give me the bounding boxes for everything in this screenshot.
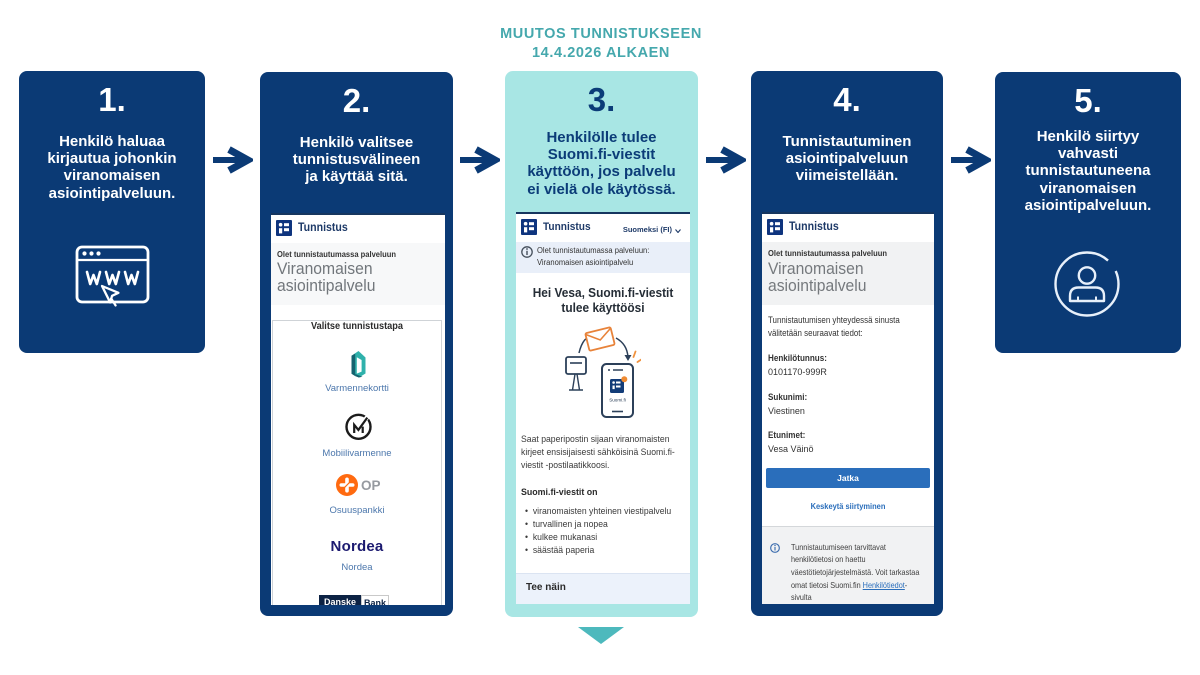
svg-text:Suomi.fi: Suomi.fi (609, 397, 626, 402)
